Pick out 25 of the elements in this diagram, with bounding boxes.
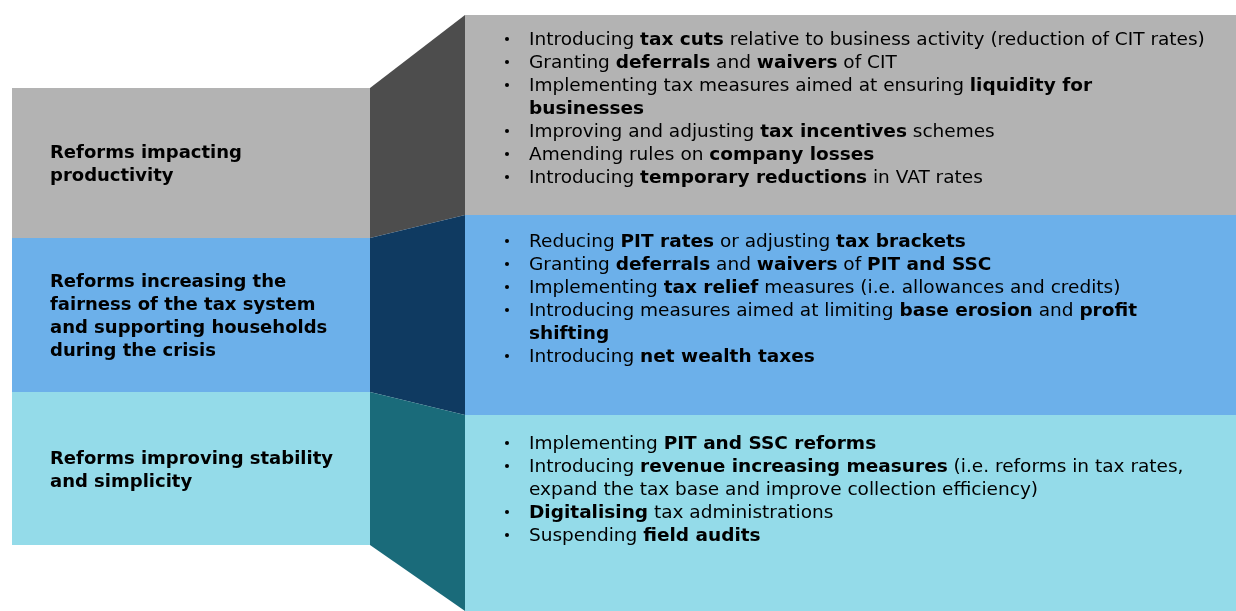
bullet-text: Reducing PIT rates or adjusting tax brackets [529, 229, 967, 252]
connector-band [370, 15, 465, 238]
category-panel [12, 238, 370, 392]
bullet-text: Suspending field audits [529, 523, 762, 546]
category-heading: Reforms improving stability and simplicity [50, 445, 334, 492]
bullet-text: Amending rules on company losses [529, 142, 876, 165]
category-panel [465, 215, 1236, 415]
category-heading: Reforms impacting productivity [50, 140, 243, 186]
bullet-text: Granting deferrals and waivers of CIT [529, 50, 898, 73]
bullet-text: Digitalising tax administrations [529, 500, 835, 523]
bullet-text: Introducing temporary reductions in VAT rates [529, 165, 984, 188]
category-panel [12, 88, 370, 238]
bullet-text: Granting deferrals and waivers of PIT and SSC [529, 252, 993, 275]
connector-band [370, 392, 465, 611]
category-panel [12, 392, 370, 545]
bullet-text: Implementing PIT and SSC reforms [529, 431, 878, 454]
bullet-text: Improving and adjusting tax incentives schemes [529, 119, 996, 142]
bullet-text: Implementing tax relief measures (i.e. allowances and credits) [529, 275, 1122, 298]
bullet-text: Introducing tax cuts relative to business activity (reduction of CIT rates) [529, 27, 1206, 50]
bullet-text: Introducing net wealth taxes [529, 344, 816, 367]
bullet-text: Introducing revenue increasing measures (i.e. reforms in tax rates, expand the tax base and improve collection efficiency) [529, 454, 1185, 500]
connector-band [370, 215, 465, 415]
category-panel [465, 415, 1236, 611]
category-panel [465, 15, 1236, 215]
category-heading: Reforms increasing the fairness of the tax system and supporting households during the crisis [50, 269, 329, 361]
